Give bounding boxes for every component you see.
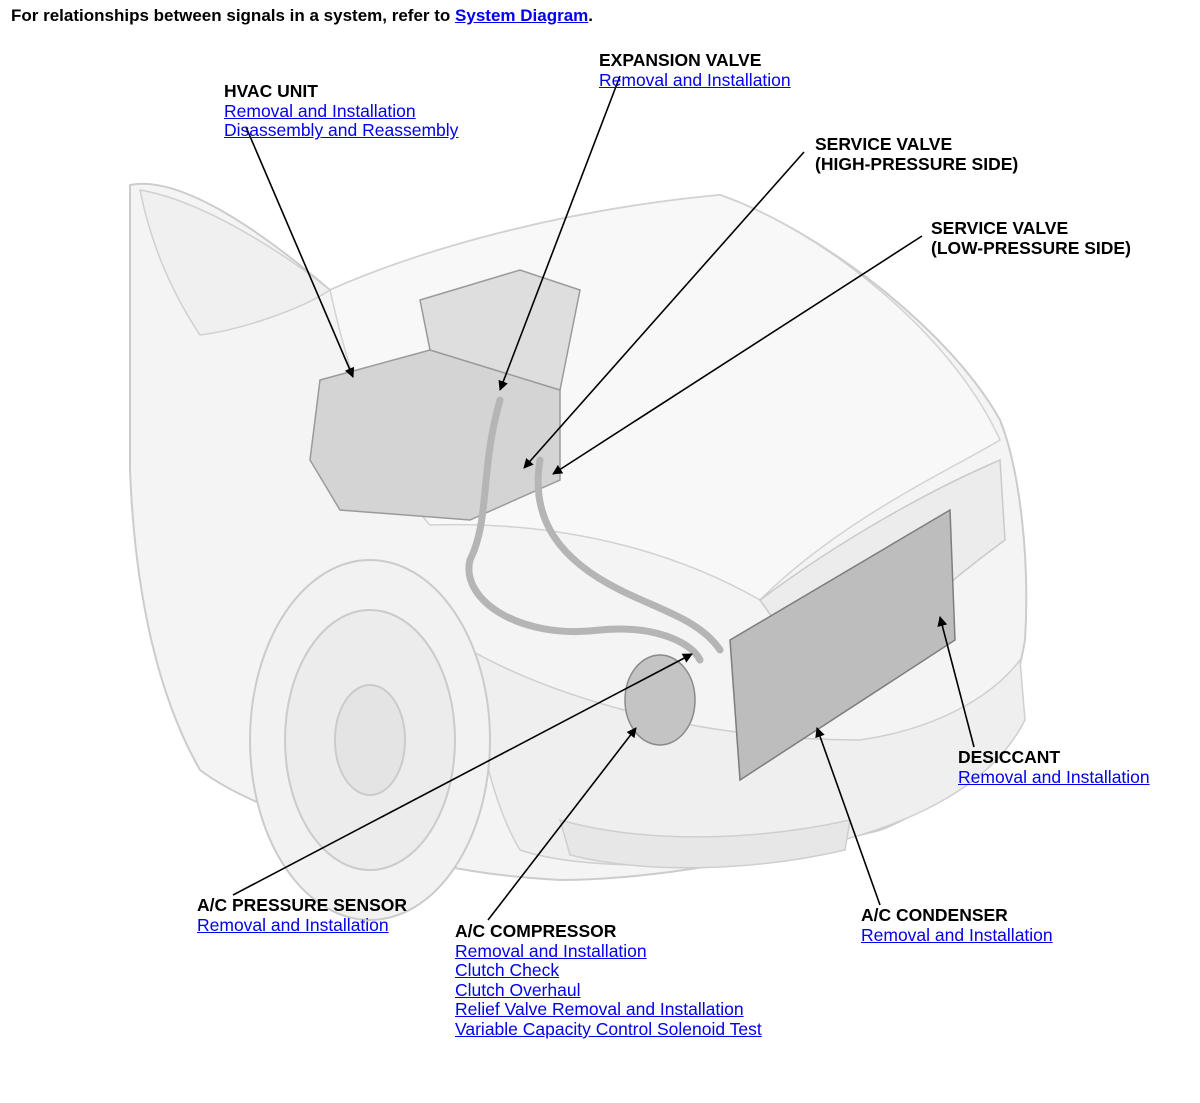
windshield: [139, 189, 332, 336]
callout-title: DESICCANT: [958, 747, 1061, 767]
removal-installation-link[interactable]: Removal and Installation: [599, 69, 791, 90]
leader-hvac-unit: [245, 126, 355, 378]
callout-title: A/C PRESSURE SENSOR: [197, 895, 408, 915]
compressor-illustration: [624, 654, 696, 746]
leader-lines: [232, 75, 975, 921]
removal-installation-link[interactable]: Removal and Installation: [455, 940, 647, 961]
callout-title-line2: (LOW-PRESSURE SIDE): [931, 237, 1131, 258]
leader-service-valve-low: [552, 235, 923, 475]
removal-installation-link[interactable]: Removal and Installation: [224, 100, 416, 121]
clutch-check-link[interactable]: Clutch Check: [455, 960, 560, 981]
callout-service-valve-low: SERVICE VALVE (LOW-PRESSURE SIDE): [931, 218, 1131, 258]
intro-suffix: .: [588, 6, 593, 25]
intro-prefix: For relationships between signals in a s…: [11, 6, 451, 25]
removal-installation-link[interactable]: Removal and Installation: [861, 924, 1053, 945]
leader-ac-compressor: [487, 727, 637, 921]
callout-hvac-unit: HVAC UNIT Removal and Installation Disas…: [224, 81, 459, 141]
callout-title: A/C COMPRESSOR: [455, 921, 617, 941]
intro-text: For relationships between signals in a s…: [11, 6, 593, 26]
removal-installation-link[interactable]: Removal and Installation: [197, 914, 389, 935]
leader-ac-pressure-sensor: [232, 653, 693, 896]
callout-title-line2: (HIGH-PRESSURE SIDE): [815, 153, 1019, 174]
leader-expansion-valve: [498, 75, 621, 391]
callout-expansion-valve: EXPANSION VALVE Removal and Installation: [599, 50, 791, 90]
leader-service-valve-high: [523, 151, 805, 469]
hvac-unit-illustration: [309, 269, 581, 521]
system-diagram-link[interactable]: System Diagram: [455, 6, 589, 25]
callout-desiccant: DESICCANT Removal and Installation: [958, 747, 1150, 787]
callout-ac-compressor: A/C COMPRESSOR Removal and Installation …: [455, 921, 762, 1040]
leader-ac-condenser: [815, 727, 881, 906]
callout-title: SERVICE VALVE: [815, 134, 953, 154]
refrigerant-lines: [465, 396, 724, 664]
disassembly-reassembly-link[interactable]: Disassembly and Reassembly: [224, 120, 459, 141]
relief-valve-link[interactable]: Relief Valve Removal and Installation: [455, 999, 744, 1020]
removal-installation-link[interactable]: Removal and Installation: [958, 766, 1150, 787]
callout-title: SERVICE VALVE: [931, 218, 1069, 238]
callout-ac-pressure-sensor: A/C PRESSURE SENSOR Removal and Installa…: [197, 895, 408, 935]
leader-desiccant: [937, 616, 975, 748]
clutch-overhaul-link[interactable]: Clutch Overhaul: [455, 979, 581, 1000]
callout-title: EXPANSION VALVE: [599, 50, 762, 70]
callout-title: HVAC UNIT: [224, 81, 318, 101]
callout-title: A/C CONDENSER: [861, 905, 1008, 925]
condenser-illustration: [729, 508, 956, 782]
callout-ac-condenser: A/C CONDENSER Removal and Installation: [861, 905, 1053, 945]
solenoid-test-link[interactable]: Variable Capacity Control Solenoid Test: [455, 1018, 762, 1039]
front-wheel: [249, 559, 491, 921]
callout-service-valve-high: SERVICE VALVE (HIGH-PRESSURE SIDE): [815, 134, 1019, 174]
